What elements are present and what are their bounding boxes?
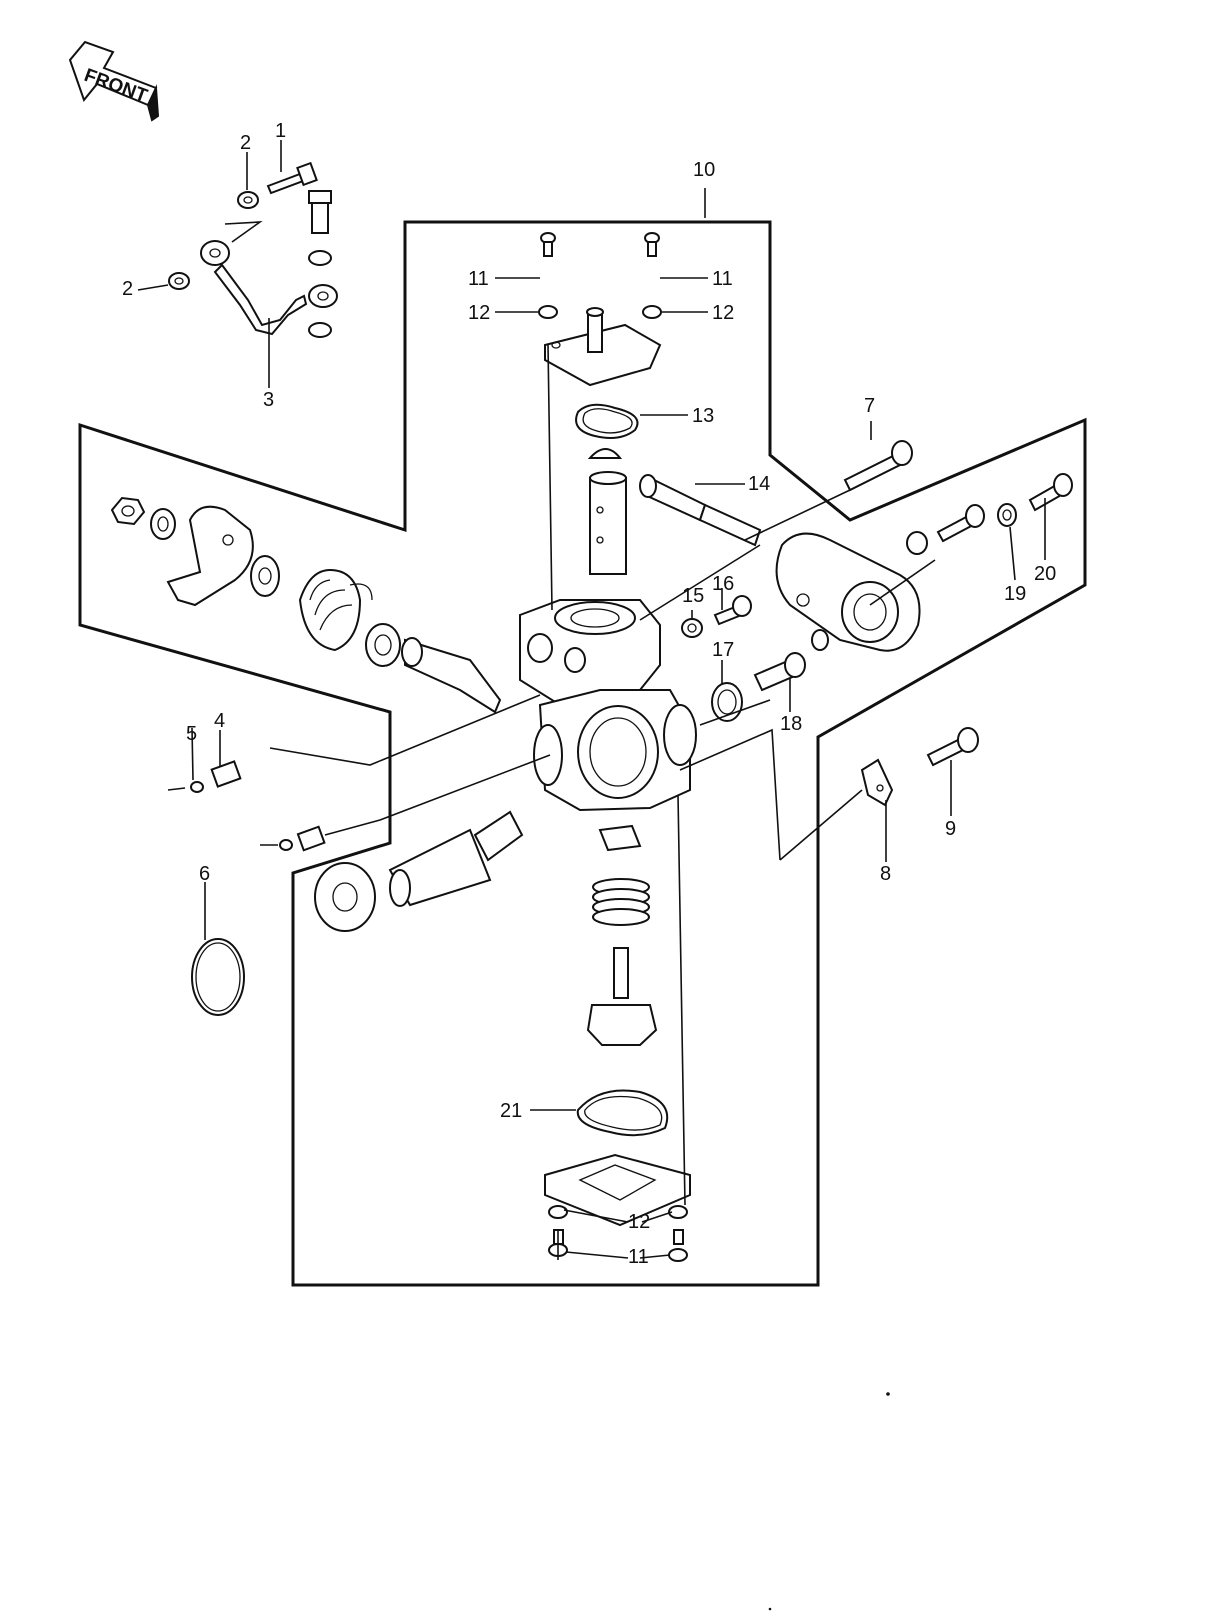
oil-line-assembly <box>168 161 338 338</box>
callout-14: 14 <box>748 473 770 495</box>
callout-10: 10 <box>693 159 715 181</box>
pump-body <box>519 599 697 812</box>
callout-8: 8 <box>880 863 891 885</box>
callout-19: 19 <box>1004 583 1026 605</box>
lower-shaft-seal <box>314 810 524 932</box>
callout-5: 5 <box>186 723 197 745</box>
gear-column <box>586 824 658 1046</box>
left-lower-parts <box>190 760 326 1016</box>
top-cover-group <box>538 232 662 439</box>
plunger-column <box>587 448 627 575</box>
callout-17: 17 <box>712 639 734 661</box>
callout-2: 2 <box>240 132 251 154</box>
callout-3: 3 <box>263 389 274 411</box>
callout-6: 6 <box>199 863 210 885</box>
bracket-bolt <box>860 727 979 807</box>
callout-2: 2 <box>122 278 133 300</box>
body-fasteners <box>681 595 806 722</box>
scan-speck <box>768 1607 772 1611</box>
callout-labels: 1 2 2 3 4 5 6 7 8 9 10 11 11 12 12 13 14… <box>122 120 1056 1268</box>
callout-9: 9 <box>945 818 956 840</box>
callout-16: 16 <box>712 573 734 595</box>
callout-13: 13 <box>692 405 714 427</box>
assembly-outline <box>78 220 1087 1287</box>
front-label: FRONT <box>81 65 150 107</box>
callout-11: 11 <box>628 1246 649 1268</box>
leader-lines <box>137 140 1046 1260</box>
right-housing-group <box>639 440 1073 652</box>
front-arrow-icon: FRONT <box>68 40 160 122</box>
bottom-cover-group <box>544 1089 691 1262</box>
callout-12: 12 <box>468 302 490 324</box>
left-shaft-parts <box>110 496 502 714</box>
callout-12: 12 <box>712 302 734 324</box>
callout-11: 11 <box>712 268 733 290</box>
callout-11: 11 <box>468 268 489 290</box>
callout-7: 7 <box>864 395 875 417</box>
callout-4: 4 <box>214 710 225 732</box>
callout-12: 12 <box>628 1211 650 1233</box>
callout-18: 18 <box>780 713 802 735</box>
callout-20: 20 <box>1034 563 1056 585</box>
callout-21: 21 <box>500 1100 522 1122</box>
callout-15: 15 <box>682 585 704 607</box>
callout-1: 1 <box>275 120 286 142</box>
scan-speck <box>886 1392 890 1396</box>
